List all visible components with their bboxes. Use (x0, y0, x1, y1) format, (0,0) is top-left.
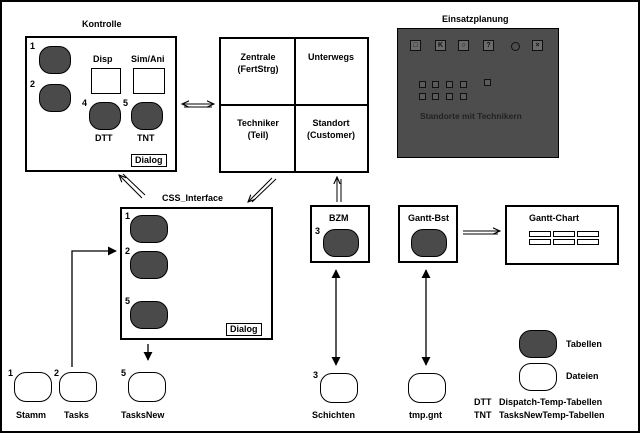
kontrolle-num-2: 2 (30, 79, 36, 89)
tasks-to-css-arrow (71, 246, 117, 367)
legend-tabellen-label: Tabellen (566, 339, 602, 349)
legend-dtt-abbr: DTT (474, 397, 492, 407)
css-dialog-button[interactable]: Dialog (226, 323, 262, 336)
bzm-num: 3 (315, 226, 321, 236)
bzm-table (323, 229, 359, 257)
ep-marker (419, 93, 426, 100)
disp-box[interactable] (91, 68, 121, 94)
tasksnew-label: TasksNew (121, 410, 165, 420)
sim-ani-label: Sim/Ani (131, 54, 165, 64)
gantt-bar (577, 239, 599, 245)
ep-marker (419, 81, 426, 88)
css-to-kontrolle-arrow (119, 173, 146, 199)
ep-marker (446, 93, 453, 100)
css-num-5: 5 (125, 296, 131, 306)
dtt-table (89, 102, 121, 130)
ep-marker (484, 79, 491, 86)
schichten-file (320, 373, 358, 403)
gantt-bar (577, 231, 599, 237)
stamm-label: Stamm (16, 410, 47, 420)
css-table-5 (130, 301, 168, 329)
css-interface-box: 1 2 5 Dialog (120, 207, 273, 340)
ep-caption: Standorte mit Technikern (420, 111, 522, 121)
gantt-bar (529, 239, 551, 245)
ep-k-icon[interactable]: K (435, 40, 446, 51)
bzm-to-grid-arrow (337, 177, 342, 202)
sim-ani-box[interactable] (133, 68, 165, 94)
stamm-file (14, 372, 52, 402)
css-table-1 (130, 215, 168, 243)
kontrolle-dialog-button[interactable]: Dialog (131, 154, 167, 167)
ep-circle-square-icon[interactable]: ○ (458, 40, 469, 51)
tasksnew-num: 5 (121, 368, 127, 378)
ep-marker (432, 93, 439, 100)
ep-marker (460, 81, 467, 88)
location-grid: Zentrale (FertStrg) Unterwegs Techniker … (219, 37, 369, 173)
grid-divider-horizontal (221, 104, 367, 106)
gantt-bst-table (411, 229, 447, 257)
ep-cross-icon[interactable]: × (532, 40, 543, 51)
bzm-title: BZM (329, 213, 349, 223)
einsatzplanung-window: □ K ○ ? × Standorte mit Technikern (397, 28, 559, 158)
grid-unterwegs: Unterwegs (307, 52, 354, 62)
legend-tnt-desc: TasksNewTemp-Tabellen (499, 410, 605, 420)
gantt-bar (529, 231, 551, 237)
gantt-chart-box: Gantt-Chart (505, 205, 619, 265)
kontrolle-table-2 (39, 84, 71, 112)
kontrolle-num-5: 5 (123, 98, 129, 108)
kontrolle-table-1 (39, 46, 71, 74)
legend-tnt-abbr: TNT (474, 410, 492, 420)
tasks-label: Tasks (64, 410, 89, 420)
gantt-bar (553, 239, 575, 245)
stamm-num: 1 (8, 368, 14, 378)
gantt-chart-title: Gantt-Chart (529, 213, 579, 223)
tnt-label: TNT (137, 133, 155, 143)
legend-dateien-label: Dateien (566, 371, 599, 381)
kontrolle-grid-link (182, 104, 214, 107)
ep-marker (446, 81, 453, 88)
schichten-num: 3 (313, 370, 319, 380)
tmp-gnt-label: tmp.gnt (409, 410, 442, 420)
disp-label: Disp (93, 54, 113, 64)
grid-standort: Standort (Customer) (306, 118, 355, 140)
legend-tabellen-swatch (519, 330, 557, 358)
css-interface-title: CSS_Interface (162, 193, 224, 203)
ep-dot-icon[interactable] (511, 42, 520, 51)
css-table-2 (130, 251, 168, 279)
grid-to-css-arrow (248, 177, 277, 202)
kontrolle-num-1: 1 (30, 41, 36, 51)
schichten-label: Schichten (312, 410, 356, 420)
grid-zentrale: Zentrale (FertStrg) (237, 52, 279, 74)
kontrolle-num-4: 4 (82, 98, 88, 108)
tasks-num: 2 (54, 368, 60, 378)
kontrolle-box: 1 2 Disp Sim/Ani 4 5 DTT TNT Dialog (25, 36, 177, 172)
gantt-bst-box: Gantt-Bst (398, 205, 458, 263)
dtt-label: DTT (95, 133, 113, 143)
legend-dtt-desc: Dispatch-Temp-Tabellen (499, 397, 603, 407)
einsatzplanung-title: Einsatzplanung (442, 14, 509, 24)
tasks-file (59, 372, 97, 402)
legend-dateien-swatch (519, 363, 557, 391)
kontrolle-title: Kontrolle (82, 19, 122, 29)
gantt-bst-to-chart-arrow (463, 231, 500, 234)
tnt-table (131, 102, 163, 130)
tasksnew-file (128, 372, 166, 402)
bzm-box: BZM 3 (310, 205, 370, 263)
gantt-bar (553, 231, 575, 237)
grid-techniker: Techniker (Teil) (237, 118, 279, 140)
ep-marker (460, 93, 467, 100)
tmp-gnt-file (408, 373, 446, 403)
css-num-2: 2 (125, 246, 131, 256)
gantt-bst-title: Gantt-Bst (408, 213, 449, 223)
ep-marker (432, 81, 439, 88)
css-num-1: 1 (125, 211, 131, 221)
ep-question-icon[interactable]: ? (483, 40, 494, 51)
ep-square-icon[interactable]: □ (410, 40, 421, 51)
